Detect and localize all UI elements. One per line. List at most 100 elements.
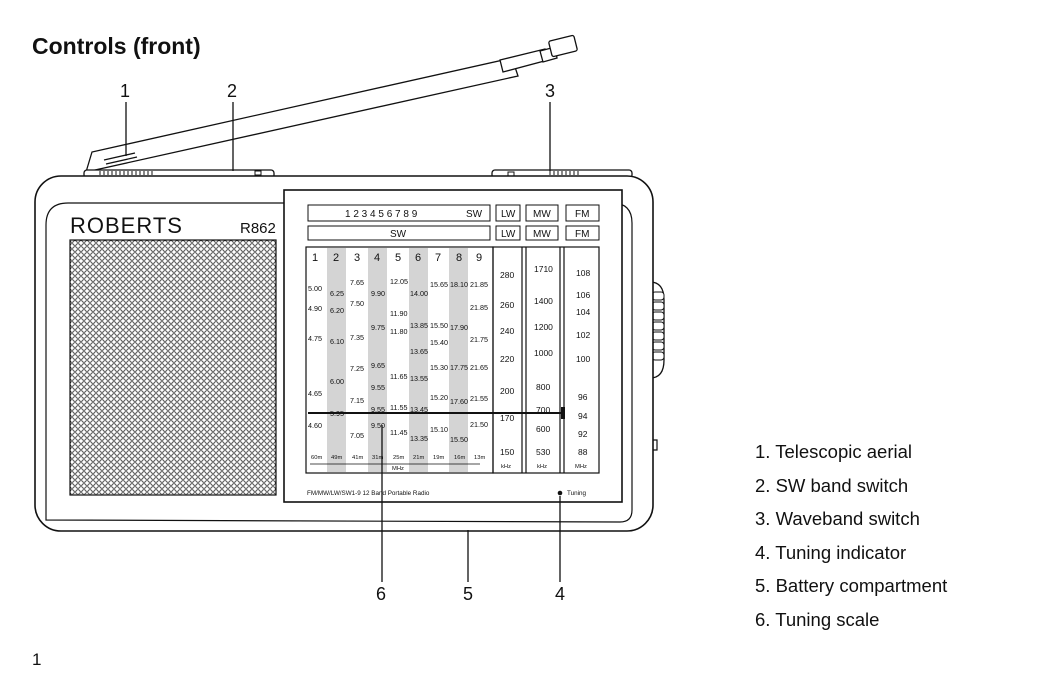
scale-caption: FM/MW/LW/SW1-9 12 Band Portable Radio xyxy=(307,490,430,497)
svg-text:17.75: 17.75 xyxy=(450,363,468,372)
tuning-indicator-label: Tuning xyxy=(567,490,587,497)
model-label: R862 xyxy=(240,220,276,237)
svg-text:9.65: 9.65 xyxy=(371,361,385,370)
callout-4: 4 xyxy=(555,584,565,604)
svg-text:108: 108 xyxy=(576,268,590,278)
callout-2: 2 xyxy=(227,81,237,101)
svg-text:LW: LW xyxy=(501,229,516,240)
svg-text:MHz: MHz xyxy=(392,466,404,472)
callout-1: 1 xyxy=(120,81,130,101)
svg-text:SW: SW xyxy=(466,209,483,220)
svg-text:102: 102 xyxy=(576,330,590,340)
svg-text:15.10: 15.10 xyxy=(430,425,448,434)
svg-text:14.00: 14.00 xyxy=(410,289,428,298)
svg-text:9.90: 9.90 xyxy=(371,289,385,298)
svg-text:7: 7 xyxy=(435,252,441,264)
svg-text:150: 150 xyxy=(500,447,514,457)
svg-text:9: 9 xyxy=(476,252,482,264)
controls-legend: 1. Telescopic aerial 2. SW band switch 3… xyxy=(755,440,947,641)
svg-text:1710: 1710 xyxy=(534,264,553,274)
svg-text:800: 800 xyxy=(536,382,550,392)
callout-5: 5 xyxy=(463,584,473,604)
svg-text:MW: MW xyxy=(533,229,551,240)
svg-text:15.30: 15.30 xyxy=(430,363,448,372)
svg-text:kHz: kHz xyxy=(537,464,547,470)
svg-text:4.90: 4.90 xyxy=(308,304,322,313)
page-title: Controls (front) xyxy=(32,33,201,59)
svg-text:7.50: 7.50 xyxy=(350,299,364,308)
svg-text:240: 240 xyxy=(500,326,514,336)
svg-text:88: 88 xyxy=(578,447,588,457)
svg-text:21.55: 21.55 xyxy=(470,394,488,403)
svg-text:280: 280 xyxy=(500,270,514,280)
svg-text:6.10: 6.10 xyxy=(330,337,344,346)
svg-text:19m: 19m xyxy=(433,455,444,461)
svg-text:13.35: 13.35 xyxy=(410,434,428,443)
svg-text:11.45: 11.45 xyxy=(390,428,407,437)
svg-text:16m: 16m xyxy=(454,455,465,461)
svg-text:100: 100 xyxy=(576,354,590,364)
svg-text:9.55: 9.55 xyxy=(371,383,385,392)
telescopic-aerial xyxy=(85,34,578,173)
svg-text:5.00: 5.00 xyxy=(308,284,322,293)
svg-text:15.40: 15.40 xyxy=(430,338,448,347)
svg-text:200: 200 xyxy=(500,386,514,396)
svg-text:kHz: kHz xyxy=(501,464,511,470)
svg-text:92: 92 xyxy=(578,429,588,439)
svg-text:9.50: 9.50 xyxy=(371,421,385,430)
svg-text:4.75: 4.75 xyxy=(308,334,322,343)
svg-text:600: 600 xyxy=(536,424,550,434)
svg-text:1200: 1200 xyxy=(534,322,553,332)
svg-text:SW: SW xyxy=(390,229,407,240)
svg-text:6.25: 6.25 xyxy=(330,289,344,298)
svg-text:700: 700 xyxy=(536,405,550,415)
legend-item: 5. Battery compartment xyxy=(755,575,948,596)
svg-text:17.90: 17.90 xyxy=(450,323,468,332)
svg-text:4.65: 4.65 xyxy=(308,389,322,398)
svg-text:170: 170 xyxy=(500,413,514,423)
svg-text:FM: FM xyxy=(575,209,589,220)
svg-text:21.85: 21.85 xyxy=(470,280,488,289)
svg-text:1: 1 xyxy=(312,252,318,264)
svg-text:21m: 21m xyxy=(413,455,424,461)
svg-text:11.90: 11.90 xyxy=(390,309,407,318)
svg-text:7.25: 7.25 xyxy=(350,364,364,373)
svg-text:18.10: 18.10 xyxy=(450,280,468,289)
svg-text:21.50: 21.50 xyxy=(470,420,488,429)
svg-text:MHz: MHz xyxy=(575,464,587,470)
legend-item: 3. Waveband switch xyxy=(755,508,920,529)
svg-text:3: 3 xyxy=(354,252,360,264)
svg-text:220: 220 xyxy=(500,354,514,364)
svg-text:1400: 1400 xyxy=(534,296,553,306)
svg-text:9.55: 9.55 xyxy=(371,405,385,414)
svg-text:MW: MW xyxy=(533,209,551,220)
svg-text:11.80: 11.80 xyxy=(390,327,407,336)
svg-text:4.60: 4.60 xyxy=(308,421,322,430)
svg-text:15.50: 15.50 xyxy=(430,321,448,330)
svg-text:7.65: 7.65 xyxy=(350,278,364,287)
svg-text:1 2 3 4 5 6 7 8 9: 1 2 3 4 5 6 7 8 9 xyxy=(345,209,418,220)
svg-text:15.65: 15.65 xyxy=(430,280,448,289)
svg-text:LW: LW xyxy=(501,209,516,220)
svg-text:9.75: 9.75 xyxy=(371,323,385,332)
svg-text:6.20: 6.20 xyxy=(330,306,344,315)
svg-text:260: 260 xyxy=(500,300,514,310)
svg-text:11.55: 11.55 xyxy=(390,403,407,412)
svg-text:13.85: 13.85 xyxy=(410,321,428,330)
legend-item: 4. Tuning indicator xyxy=(755,541,907,563)
svg-text:17.60: 17.60 xyxy=(450,397,468,406)
svg-text:106: 106 xyxy=(576,290,590,300)
svg-text:41m: 41m xyxy=(352,455,363,461)
tuning-scale: 1 2 3 4 5 6 7 8 9 SW LW MW FM SW LW MW F… xyxy=(283,189,623,503)
svg-text:12.05: 12.05 xyxy=(390,277,408,286)
svg-text:5: 5 xyxy=(395,252,401,264)
svg-text:2: 2 xyxy=(333,252,339,264)
svg-text:21.85: 21.85 xyxy=(470,303,488,312)
svg-text:4: 4 xyxy=(374,252,380,264)
svg-text:7.35: 7.35 xyxy=(350,333,364,342)
svg-text:13.65: 13.65 xyxy=(410,347,428,356)
svg-text:7.05: 7.05 xyxy=(350,431,364,440)
svg-text:7.15: 7.15 xyxy=(350,396,364,405)
svg-text:15.50: 15.50 xyxy=(450,435,468,444)
